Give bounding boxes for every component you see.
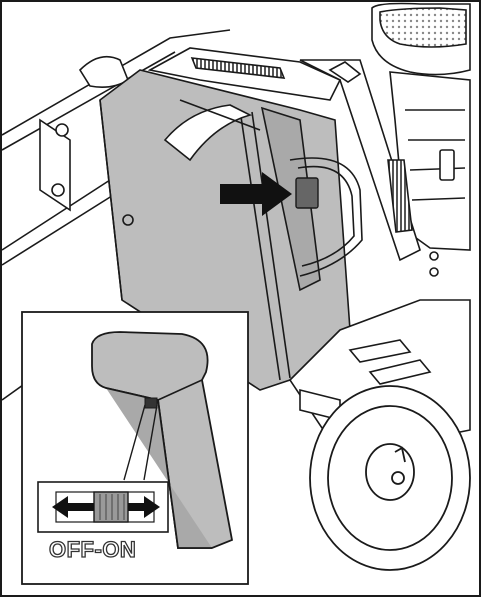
handle-bars [1,29,231,401]
battery-bracket [163,99,363,277]
inset-box [21,311,249,585]
push-arrow-icon [220,172,292,216]
left-arrow-icon [52,496,94,518]
battery-pack [91,331,234,549]
switch-caption: OFF-ON [48,536,137,562]
wheel [309,385,471,571]
battery-switch [295,177,319,209]
right-arrow-icon [128,496,160,518]
slide-switch-icon [55,491,155,523]
top-cover [147,47,342,101]
motor-housing [371,2,471,277]
deck-arm [299,59,421,262]
